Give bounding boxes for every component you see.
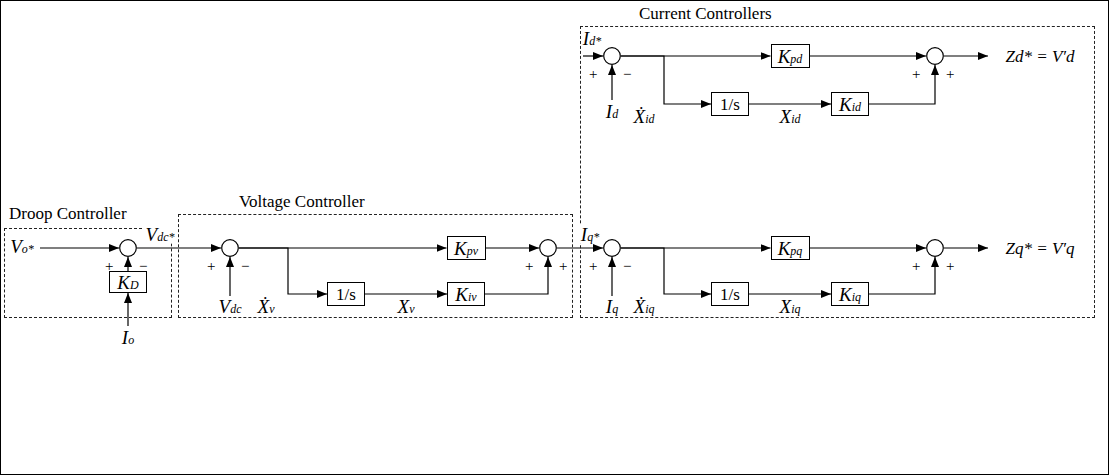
summing-circle bbox=[119, 239, 137, 257]
input-wire bbox=[583, 55, 603, 56]
integrator-symbol: 1/s bbox=[336, 286, 356, 303]
gain-symbol: Kiq bbox=[839, 285, 861, 304]
summing-circle bbox=[603, 47, 621, 65]
signal-label: Zq* = V′q bbox=[1005, 240, 1074, 257]
summing-junction: +− bbox=[221, 239, 239, 257]
transfer-block: Kid bbox=[831, 92, 869, 116]
sign-label: − bbox=[623, 259, 631, 274]
signal-label: Ẋid bbox=[634, 107, 655, 126]
sign-label: + bbox=[912, 259, 920, 274]
output-wire bbox=[944, 247, 988, 248]
signal-connector bbox=[127, 257, 128, 271]
sign-label: + bbox=[559, 259, 567, 274]
summing-circle-outline bbox=[120, 240, 137, 257]
summing-junction: +− bbox=[603, 47, 621, 65]
gain-symbol: KD bbox=[117, 273, 138, 292]
sign-label: − bbox=[623, 67, 631, 82]
gain-symbol: Kiv bbox=[455, 285, 476, 304]
signal-connector bbox=[810, 247, 927, 248]
sign-label: + bbox=[525, 259, 533, 274]
transfer-block: Kpv bbox=[447, 236, 486, 260]
feedback-wire bbox=[229, 257, 230, 296]
signal-connector bbox=[137, 247, 221, 248]
signal-label: Vdc* bbox=[144, 225, 177, 244]
signal-label: Ẋv bbox=[258, 297, 275, 316]
signal-connector bbox=[621, 56, 711, 104]
current-group: Current Controllers+−Kpd1/sKid+++−Kpq1/s… bbox=[580, 26, 1095, 318]
summing-circle bbox=[539, 239, 557, 257]
signal-connector bbox=[485, 257, 548, 294]
summing-circle-outline bbox=[540, 240, 557, 257]
transfer-block: Kiv bbox=[447, 282, 485, 306]
transfer-block: 1/s bbox=[327, 282, 365, 306]
signal-connector bbox=[365, 293, 447, 294]
signal-label: Iq* bbox=[579, 225, 601, 244]
signal-connector bbox=[869, 257, 935, 294]
transfer-block: KD bbox=[109, 271, 147, 293]
signal-label: Ẋiq bbox=[634, 297, 655, 316]
summing-junction: ++ bbox=[926, 47, 944, 65]
group-heading: Droop Controller bbox=[9, 205, 127, 222]
summing-circle bbox=[926, 239, 944, 257]
integrator-symbol: 1/s bbox=[720, 96, 740, 113]
transfer-block: Kpd bbox=[771, 44, 810, 68]
signal-label: Vo* bbox=[10, 237, 34, 256]
summing-circle-outline bbox=[927, 48, 944, 65]
signal-label: Xid bbox=[778, 107, 803, 126]
input-wire bbox=[40, 247, 119, 248]
output-wire bbox=[944, 55, 988, 56]
summing-circle-outline bbox=[222, 240, 239, 257]
sign-label: + bbox=[207, 259, 215, 274]
signal-connector bbox=[869, 65, 935, 104]
summing-circle-outline bbox=[927, 240, 944, 257]
sign-label: + bbox=[589, 67, 597, 82]
summing-circle bbox=[221, 239, 239, 257]
transfer-block: Kiq bbox=[831, 282, 869, 306]
feedback-wire bbox=[611, 65, 612, 100]
gain-symbol: Kpq bbox=[778, 239, 803, 258]
signal-label: Zd* = V′d bbox=[1005, 48, 1074, 65]
sign-label: + bbox=[946, 67, 954, 82]
signal-label: Id* bbox=[583, 29, 601, 48]
sign-label: + bbox=[912, 67, 920, 82]
summing-circle-outline bbox=[604, 240, 621, 257]
sign-label: + bbox=[946, 259, 954, 274]
signal-label: Xv bbox=[396, 297, 417, 316]
signal-label: Iq bbox=[606, 297, 618, 316]
signal-connector bbox=[810, 55, 927, 56]
integrator-symbol: 1/s bbox=[720, 286, 740, 303]
summing-junction: ++ bbox=[926, 239, 944, 257]
signal-label: Io bbox=[122, 328, 134, 347]
transfer-block: Kpq bbox=[771, 236, 810, 260]
gain-symbol: Kpd bbox=[778, 47, 803, 66]
group-heading: Current Controllers bbox=[639, 5, 772, 22]
group-heading: Voltage Controller bbox=[239, 193, 365, 210]
transfer-block: 1/s bbox=[711, 92, 749, 116]
summing-junction: +− bbox=[119, 239, 137, 257]
signal-connector bbox=[239, 248, 327, 294]
signal-label: Id bbox=[606, 102, 618, 121]
signal-connector bbox=[486, 247, 540, 248]
summing-junction: ++ bbox=[539, 239, 557, 257]
signal-label: Vdc bbox=[219, 297, 242, 316]
sign-label: + bbox=[589, 259, 597, 274]
signal-connector bbox=[621, 248, 711, 294]
gain-symbol: Kpv bbox=[454, 239, 478, 258]
signal-connector bbox=[749, 293, 831, 294]
summing-circle bbox=[603, 239, 621, 257]
summing-junction: +− bbox=[603, 239, 621, 257]
signal-label: Xiq bbox=[778, 297, 803, 316]
signal-connector bbox=[749, 103, 831, 104]
input-wire bbox=[127, 293, 128, 326]
transfer-block: 1/s bbox=[711, 282, 749, 306]
sign-label: − bbox=[241, 259, 249, 274]
summing-circle bbox=[926, 47, 944, 65]
gain-symbol: Kid bbox=[839, 95, 861, 114]
feedback-wire bbox=[611, 257, 612, 296]
summing-circle-outline bbox=[604, 48, 621, 65]
